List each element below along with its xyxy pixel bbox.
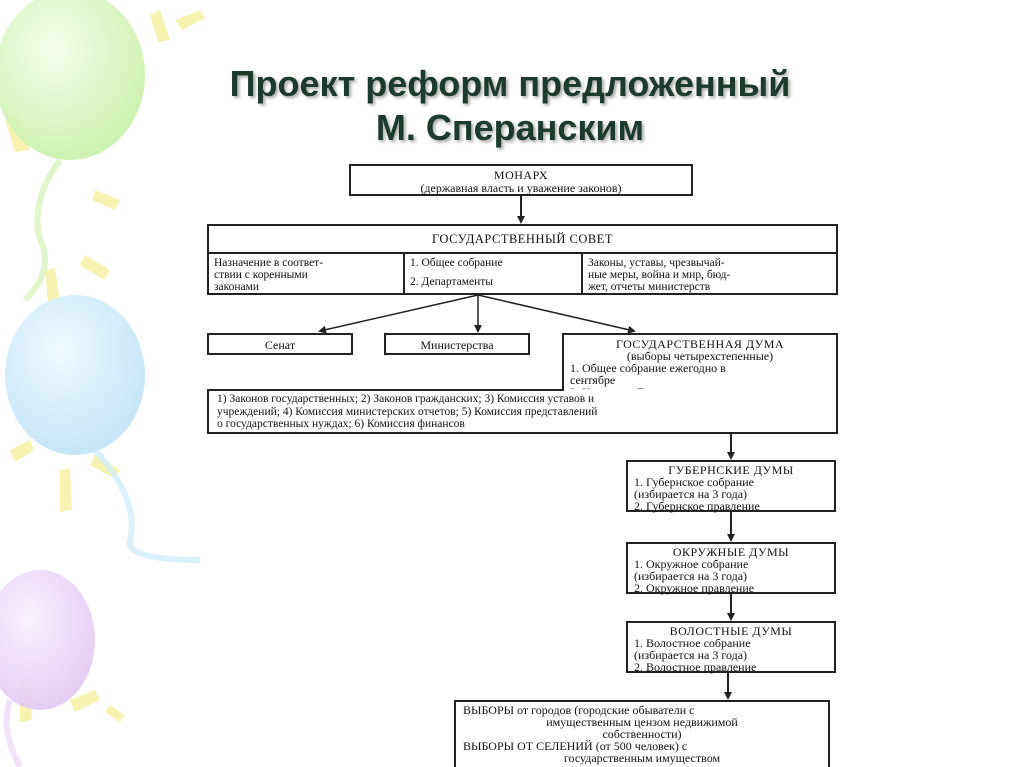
blue-balloon (5, 295, 145, 455)
volost-duma-line: 2. Волостное правление (634, 660, 757, 674)
state-council-title: ГОСУДАРСТВЕННЫЙ СОВЕТ (431, 232, 614, 246)
council-left-line: законами (214, 281, 260, 293)
council-right-line: ные меры, война и мир, бюд- (588, 269, 731, 281)
elections-line: ВЫБОРЫ от городов (городские обыватели с (463, 703, 695, 717)
gubernia-duma-box: ГУБЕРНСКИЕ ДУМЫ 1. Губернское собрание (… (626, 460, 836, 512)
council-appointment: Назначение в соответ- ствии с коренными … (209, 254, 403, 296)
ministries-label: Министерства (420, 338, 494, 352)
council-middle-line: 2. Департаменты (410, 276, 494, 288)
commissions-line: учреждений; 4) Комиссия министерских отч… (217, 405, 598, 418)
volost-duma-line: 1. Волостное собрание (634, 636, 751, 650)
okrug-duma-box: ОКРУЖНЫЕ ДУМЫ 1. Окружное собрание (изби… (626, 542, 836, 594)
page-title: Проект реформ предложенный М. Сперанским (120, 62, 900, 150)
elections-line: государственным имуществом (563, 751, 721, 765)
ministries-box: Министерства (384, 333, 530, 355)
elections-line: собственности) (602, 727, 682, 741)
state-duma-box: ГОСУДАРСТВЕННАЯ ДУМА (выборы четырехстеп… (562, 333, 838, 398)
purple-balloon (0, 570, 95, 710)
council-middle-line: 1. Общее собрание (410, 257, 503, 269)
state-duma-line: 1. Общее собрание ежегодно в (570, 361, 726, 375)
council-structure: 1. Общее собрание 2. Департаменты (405, 254, 581, 291)
state-duma-title: ГОСУДАРСТВЕННАЯ ДУМА (615, 337, 785, 351)
elections-line: имущественным цензом недвижимой (546, 715, 738, 729)
council-right-line: жет, отчеты министерств (588, 281, 711, 293)
okrug-duma-title: ОКРУЖНЫЕ ДУМЫ (672, 545, 790, 559)
volost-duma-title: ВОЛОСТНЫЕ ДУМЫ (669, 624, 793, 638)
council-left-line: ствии с коренными (214, 269, 308, 281)
elections-line: ВЫБОРЫ ОТ СЕЛЕНИЙ (от 500 человек) с (463, 739, 688, 753)
monarch-description: (державная власть и уважение законов) (420, 181, 622, 195)
senate-box: Сенат (207, 333, 353, 355)
title-line-2: М. Сперанским (375, 107, 645, 148)
state-council-box: ГОСУДАРСТВЕННЫЙ СОВЕТ Назначение в соотв… (207, 224, 838, 295)
gubernia-duma-line: 1. Губернское собрание (634, 475, 754, 489)
council-left-line: Назначение в соответ- (214, 257, 324, 269)
okrug-duma-line: 2. Окружное правление (634, 581, 755, 595)
okrug-duma-line: (избирается на 3 года) (634, 569, 748, 583)
gubernia-duma-line: (избирается на 3 года) (634, 487, 748, 501)
senate-label: Сенат (264, 338, 296, 352)
monarch-title: МОНАРХ (493, 168, 549, 182)
council-competence: Законы, уставы, чрезвычай- ные меры, вой… (583, 254, 836, 296)
okrug-duma-line: 1. Окружное собрание (634, 557, 749, 571)
commissions-line: о государственных нуждах; 6) Комиссия фи… (217, 418, 465, 430)
elections-box: ВЫБОРЫ от городов (городские обыватели с… (454, 700, 830, 767)
council-divider (209, 252, 836, 254)
title-line-1: Проект реформ предложенный (229, 63, 791, 104)
gubernia-duma-line: 2. Губернское правление (634, 499, 760, 513)
state-duma-line: сентябре (570, 373, 616, 387)
volost-duma-line: (избирается на 3 года) (634, 648, 748, 662)
council-col-divider-2 (581, 252, 583, 295)
duma-commissions-joiner (564, 389, 836, 392)
duma-commissions-box: 1) Законов государственных; 2) Законов г… (207, 389, 838, 434)
volost-duma-box: ВОЛОСТНЫЕ ДУМЫ 1. Волостное собрание (из… (626, 621, 836, 673)
state-duma-line: (выборы четырехстепенные) (626, 349, 774, 363)
gubernia-duma-title: ГУБЕРНСКИЕ ДУМЫ (668, 463, 794, 477)
green-balloon (0, 0, 145, 160)
council-right-line: Законы, уставы, чрезвычай- (588, 257, 725, 269)
monarch-box: МОНАРХ (державная власть и уважение зако… (349, 164, 693, 196)
commissions-line: 1) Законов государственных; 2) Законов г… (217, 393, 595, 405)
council-col-divider-1 (403, 252, 405, 295)
